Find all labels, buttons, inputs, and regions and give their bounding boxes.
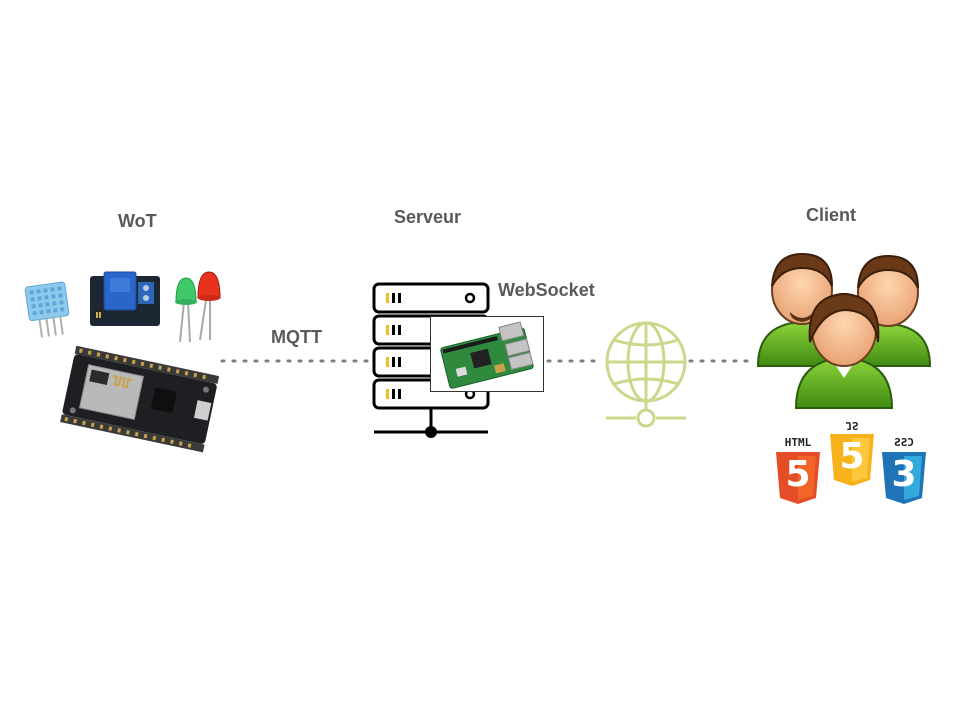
html5-badge: HTML 5 bbox=[774, 436, 822, 506]
globe-icon bbox=[605, 321, 687, 428]
led-icon bbox=[175, 271, 221, 343]
dht-sensor-icon bbox=[24, 281, 70, 338]
nodemcu-board-icon bbox=[60, 346, 220, 453]
html5-digit: 5 bbox=[785, 454, 811, 495]
relay-module-icon bbox=[90, 271, 160, 326]
user-front bbox=[794, 292, 894, 409]
websocket-label: WebSocket bbox=[498, 280, 595, 300]
js-badge: JS 5 bbox=[828, 418, 876, 488]
raspberry-pi-frame bbox=[430, 316, 544, 392]
wot-label: WoT bbox=[118, 211, 157, 231]
css3-label: CSS bbox=[894, 436, 914, 449]
js-digit: 5 bbox=[839, 436, 865, 477]
raspberry-pi-icon bbox=[440, 321, 534, 389]
css3-digit: 3 bbox=[891, 454, 917, 495]
client-label: Client bbox=[806, 205, 857, 225]
css3-badge: CSS 3 bbox=[880, 436, 928, 506]
css3-shield-icon bbox=[882, 452, 926, 504]
server-label: Serveur bbox=[394, 207, 462, 227]
html5-label: HTML bbox=[784, 436, 812, 449]
js-label: JS bbox=[845, 419, 859, 432]
users-group-icon bbox=[756, 252, 932, 409]
js-shield-icon bbox=[830, 434, 874, 486]
mqtt-label: MQTT bbox=[271, 327, 322, 347]
html5-shield-icon bbox=[776, 452, 820, 504]
